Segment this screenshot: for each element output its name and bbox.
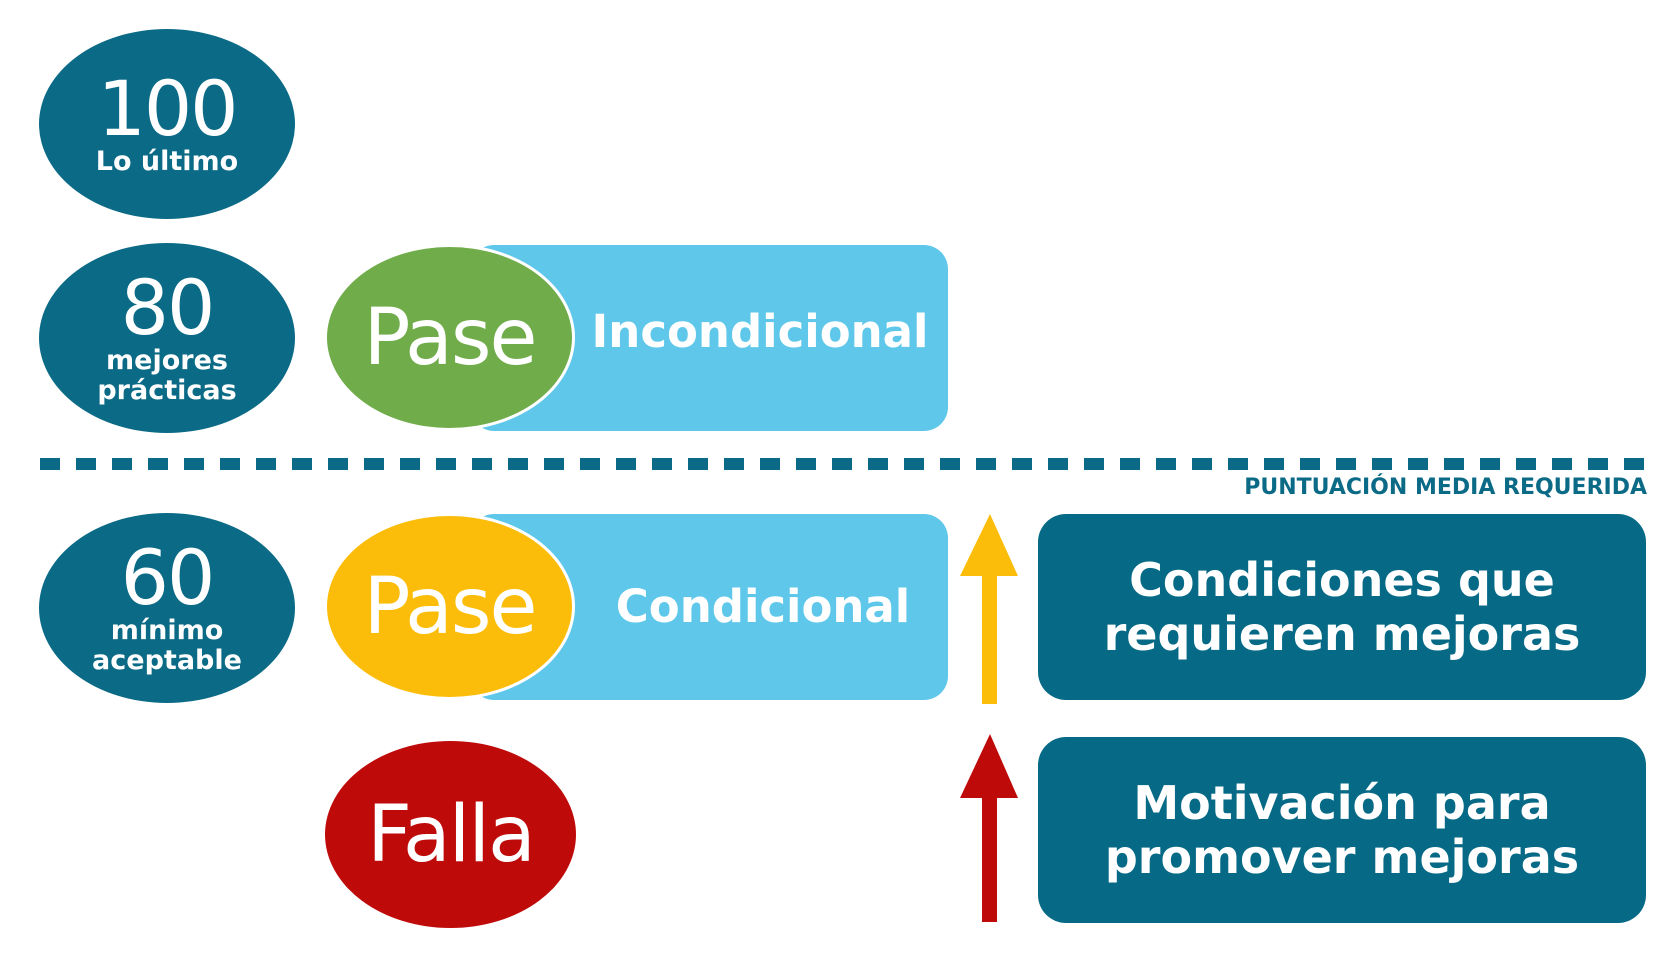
- score-label-line: aceptable: [92, 645, 242, 676]
- box-line: requieren mejoras: [1103, 607, 1581, 661]
- score-60-oval: 60 mínimo aceptable: [39, 513, 295, 703]
- threshold-label: PUNTUACIÓN MEDIA REQUERIDA: [1244, 475, 1647, 500]
- pass-word: Pase: [363, 292, 538, 383]
- conditions-improvement-box: Condiciones que requieren mejoras: [1038, 514, 1646, 700]
- score-100-oval: 100 Lo último: [39, 29, 295, 219]
- box-line: promover mejoras: [1104, 830, 1580, 884]
- score-label-line: mínimo: [110, 615, 224, 646]
- pass-word: Pase: [363, 561, 538, 652]
- box-line: Motivación para: [1133, 776, 1551, 830]
- score-value: 80: [120, 263, 216, 352]
- required-score-threshold-line: [40, 458, 1645, 470]
- score-value: 60: [120, 533, 216, 622]
- score-label: Lo último: [96, 147, 238, 177]
- red-up-arrow-icon: [960, 734, 1018, 922]
- score-label-line: mejores: [106, 345, 228, 376]
- score-label-line: Lo último: [95, 146, 239, 177]
- fail-word: Falla: [367, 789, 536, 880]
- box-line: Condiciones que: [1129, 553, 1555, 607]
- conditional-bar-label: Condicional: [615, 580, 911, 633]
- unconditional-bar-label: Incondicional: [591, 305, 929, 358]
- score-value: 100: [97, 64, 238, 153]
- yellow-up-arrow-icon: [960, 514, 1018, 704]
- score-label: mínimo aceptable: [92, 616, 242, 676]
- motivation-improvement-box: Motivación para promover mejoras: [1038, 737, 1646, 923]
- score-label-line: prácticas: [97, 375, 237, 406]
- score-label: mejores prácticas: [97, 346, 236, 406]
- conditional-pass-pill: Pase: [324, 513, 575, 700]
- score-80-oval: 80 mejores prácticas: [39, 243, 295, 433]
- fail-pill: Falla: [325, 741, 576, 928]
- unconditional-pass-pill: Pase: [324, 244, 575, 431]
